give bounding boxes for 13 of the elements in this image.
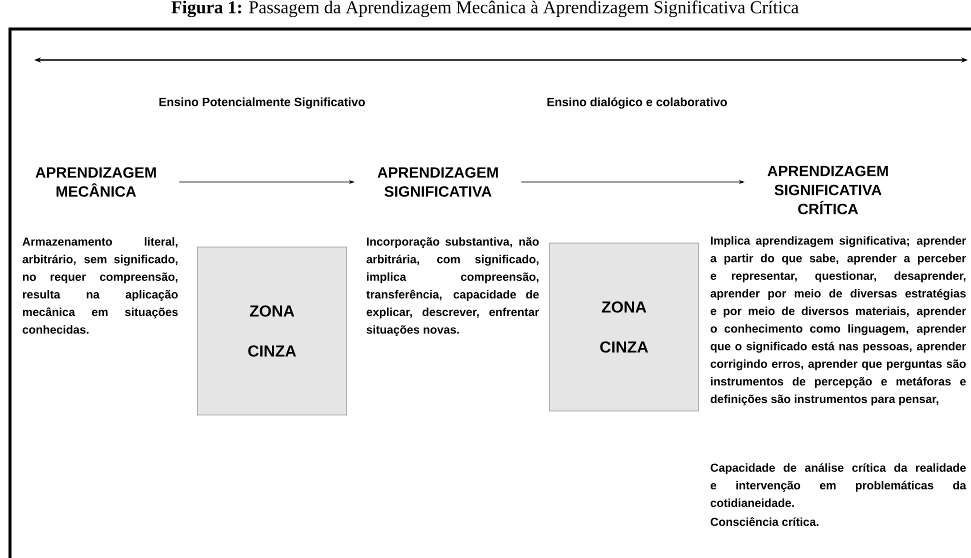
description-text: Consciência crítica.: [710, 517, 818, 526]
description-text: Armazenamento literal, arbitrário, sem significado, no requer compreensão, resulta na aplicação mecânica em situações conhecidas.: [22, 237, 178, 334]
figure-title: Figura 1: Passagem da Aprendizagem Mecânica à Aprendizagem Significativa Crítica: [171, 0, 799, 18]
course-label: Ensino Potencialmente Significativo: [159, 97, 365, 109]
stage-heading: APRENDIZAGEM SIGNIFICATIVA CRÍTICA: [768, 166, 888, 214]
description-text: Implica aprendizagem significativa; aprender a partir do que sabe, aprender a perceber e representar, questionar, desaprender, aprender por meio de diversas estratégias e por meio de diversos materiais, aprender o conhecimento como linguagem, aprender que o significado está nas pessoas, aprender corrigindo erros, aprender que perguntas são instrumentos de percepção e metáforas e definições são instrumentos para pensar,: [710, 236, 966, 406]
zone-box: ZONA CINZA: [197, 246, 347, 416]
course-label: Ensino dialógico e colaborativo: [547, 97, 727, 109]
zone-box: ZONA CINZA: [549, 242, 699, 412]
description-text: Capacidade de análise crítica da realidade e intervenção em problemáticas da cotidianeidade.: [710, 463, 966, 508]
description-text: Incorporação substantiva, não arbitrária, com significado, implica compreensão, transferência, capacidade de explicar, descrever, enfrentar situações novas.: [366, 237, 540, 336]
stage-heading: APRENDIZAGEM MECÂNICA: [36, 167, 156, 197]
stage-heading: APRENDIZAGEM SIGNIFICATIVA: [378, 167, 498, 197]
